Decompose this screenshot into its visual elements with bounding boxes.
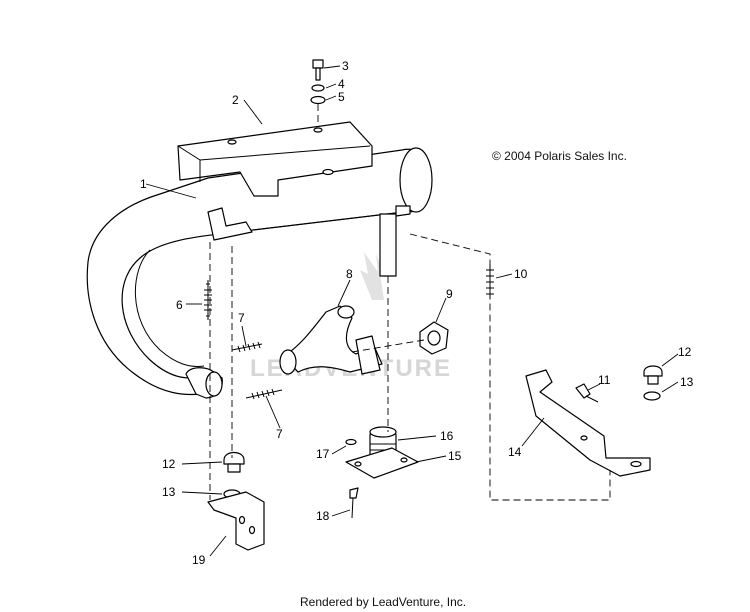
copyright-notice: © 2004 Polaris Sales Inc.	[492, 149, 627, 163]
callout-11: 11	[598, 373, 611, 387]
assembly-lines	[209, 233, 611, 501]
leader-lines	[145, 65, 679, 557]
callouts: 1 2 3 4 5 6 7 7 8 9 10 11 12 12 13 13 14…	[140, 59, 694, 567]
callout-7-lower: 7	[276, 427, 283, 441]
callout-8: 8	[346, 267, 353, 281]
callout-19: 19	[192, 553, 206, 567]
callout-13-left: 13	[162, 485, 176, 499]
part-7-spring-lower	[245, 388, 283, 400]
footer-credit: Rendered by LeadVenture, Inc.	[300, 595, 466, 609]
callout-13-right: 13	[680, 375, 694, 389]
part-18-pin	[349, 487, 359, 519]
callout-6: 6	[176, 298, 183, 312]
callout-1: 1	[140, 177, 147, 191]
part-2-heat-shield	[177, 121, 373, 197]
callout-3: 3	[342, 59, 349, 73]
part-15-mount-plate	[345, 447, 419, 479]
part-12-bumper-left	[223, 451, 245, 473]
part-12-bumper-right	[643, 365, 663, 385]
callout-9: 9	[446, 287, 453, 301]
callout-16: 16	[440, 429, 454, 443]
part-13-washer-right	[643, 391, 661, 401]
part-11-pin	[575, 383, 599, 403]
callout-12-right: 12	[678, 345, 692, 359]
part-19-bracket	[207, 491, 265, 551]
callout-2: 2	[232, 93, 239, 107]
part-3-bolt	[312, 59, 324, 81]
callout-5: 5	[338, 90, 345, 104]
callout-7-upper: 7	[238, 311, 245, 325]
callout-4: 4	[338, 77, 345, 91]
callout-12-left: 12	[162, 457, 176, 471]
part-8-y-pipe	[279, 305, 383, 375]
callout-18: 18	[316, 509, 330, 523]
callout-17: 17	[316, 447, 330, 461]
part-4-lock-washer	[311, 84, 325, 92]
callout-14: 14	[508, 445, 522, 459]
part-14-bracket	[525, 369, 651, 477]
part-7-spring-upper	[231, 341, 263, 353]
part-5-washer	[310, 95, 326, 105]
part-6-spring	[204, 280, 212, 320]
callout-10: 10	[514, 267, 528, 281]
part-17-washer	[345, 438, 357, 446]
part-9-gasket	[419, 321, 449, 355]
callout-15: 15	[448, 449, 462, 463]
part-1-muffler	[86, 147, 433, 399]
